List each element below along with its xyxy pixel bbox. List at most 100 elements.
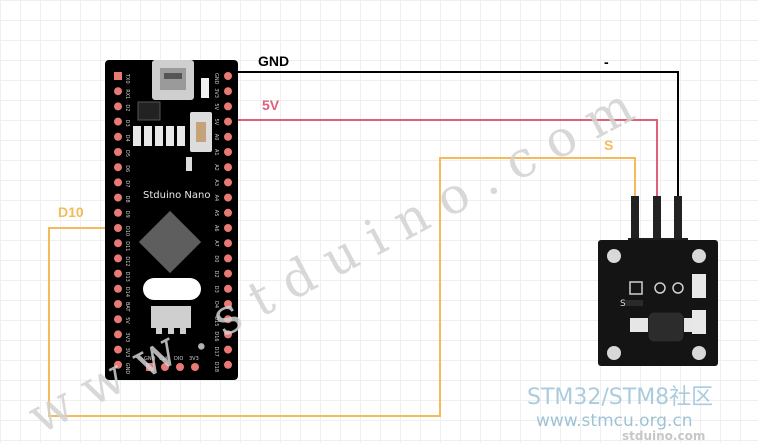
pin-label: GND <box>144 356 156 362</box>
main-chip <box>138 210 202 274</box>
pin-label: D2 <box>124 104 130 111</box>
gnd-wire <box>230 71 679 205</box>
pin-label: D0 <box>213 255 219 262</box>
pin-d14: D14 <box>114 284 130 297</box>
stduino-nano-board: Stduino Nano <box>105 60 238 380</box>
v5-wire <box>230 119 658 205</box>
minus-label: - <box>604 54 609 70</box>
pin-label: A5 <box>213 210 219 217</box>
pin-d11: D11 <box>114 239 130 251</box>
pin-label: A2 <box>213 164 219 171</box>
pin-label: 3V3 <box>124 332 130 342</box>
pin-dio: DIO <box>174 356 184 371</box>
pin-d17: D17 <box>213 345 232 357</box>
pin-d18: D18 <box>213 360 232 372</box>
pin-label: D9 <box>124 211 130 218</box>
pin-rx1: RX1 <box>114 87 130 99</box>
pin-label: D10 <box>124 226 130 236</box>
small-watermark: stduino.com <box>622 429 705 443</box>
pin-d15: D15 <box>213 315 232 326</box>
pin-label: D17 <box>213 347 219 357</box>
pin-d8: D8 <box>114 193 130 203</box>
pin-d7: D7 <box>114 178 130 187</box>
pin-d3: D3 <box>213 284 232 293</box>
pin-label: A6 <box>213 225 219 232</box>
pin-label: GND <box>213 73 219 85</box>
pin-3v3: 3V3 <box>213 87 232 98</box>
pin-label: D4 <box>124 135 130 142</box>
pin-d3: D3 <box>114 117 130 127</box>
pin-clk: CLK <box>159 356 169 371</box>
pin-a1: A1 <box>213 148 232 156</box>
module-board <box>598 240 718 366</box>
pin-label: 5V <box>124 317 130 324</box>
pin-label: D8 <box>124 196 130 203</box>
led <box>201 78 209 98</box>
pin-a2: A2 <box>213 163 232 172</box>
sensor-module: S S R1 <box>598 196 718 366</box>
lower-chip <box>151 306 191 328</box>
pin-3v3: 3V3 <box>189 356 199 371</box>
pin-label: D3 <box>213 286 219 293</box>
pin-a5: A5 <box>213 208 232 217</box>
pin-label: D12 <box>124 256 130 266</box>
pin-5v: 5V <box>213 117 232 126</box>
pin-d5: D5 <box>114 148 130 157</box>
pin-d0: D0 <box>213 254 232 262</box>
pin-5v: 5V <box>114 315 130 324</box>
pin-a7: A7 <box>213 239 232 248</box>
pin-label: 3V3 <box>124 348 130 358</box>
pin-label: DIO <box>174 356 183 362</box>
pin-label: D4 <box>213 301 219 308</box>
board-title: Stduino Nano <box>143 190 210 201</box>
url-watermark: www.stmcu.org.cn <box>536 411 693 431</box>
pin-d4: D4 <box>114 132 130 142</box>
sensor-component <box>647 311 685 343</box>
pin-label: A7 <box>213 240 219 247</box>
pin-label: 5V <box>213 119 219 126</box>
pin-label: D6 <box>124 165 130 172</box>
pin-label: 3V3 <box>189 356 199 362</box>
pin-gnd: GND <box>144 356 156 371</box>
pin-label: A0 <box>213 134 219 141</box>
pin-d4: D4 <box>213 300 232 308</box>
pin-label: D15 <box>213 316 219 326</box>
gnd-label: GND <box>258 53 289 69</box>
right-pin-header: GND 3V3 5V 5V A0A1A2A3A4A5A6A7D0D2D3D4D15D16… <box>213 72 232 372</box>
pin-label: RX1 <box>124 89 130 99</box>
pin-d12: D12 <box>114 254 130 267</box>
resistor-bank <box>133 126 185 146</box>
crystal <box>143 278 201 300</box>
pin-d16: D16 <box>213 330 232 342</box>
pin-label: TX0 <box>124 73 130 84</box>
pin-a6: A6 <box>213 224 232 232</box>
pin-label: A4 <box>213 195 219 202</box>
pin-label: BAT <box>124 302 130 312</box>
d10-label: D10 <box>58 204 84 220</box>
pin-label: D2 <box>213 271 219 278</box>
pin-label: D11 <box>124 241 130 251</box>
signal-wire <box>48 157 636 417</box>
module-s-label-top: S <box>610 255 616 265</box>
pin-a4: A4 <box>213 193 232 202</box>
pin-3v3: 3V3 <box>114 330 130 342</box>
pin-d2: D2 <box>114 102 130 111</box>
pin-tx0: TX0 <box>114 72 130 84</box>
pin-label: D13 <box>124 272 130 282</box>
regulator-chip <box>137 101 161 121</box>
pin-a3: A3 <box>213 178 232 187</box>
brand-watermark: STM32/STM8社区 <box>527 385 713 410</box>
pin-label: A1 <box>213 149 219 156</box>
pin-label: D5 <box>124 150 130 157</box>
module-s-label: S <box>620 299 626 309</box>
pin-label: D16 <box>213 331 219 341</box>
pin-label: 5V <box>213 103 219 110</box>
pin-label: D3 <box>124 120 130 127</box>
pin-d10: D10 <box>114 224 130 236</box>
pin-a0: A0 <box>213 132 232 141</box>
pin-bat: BAT <box>114 300 130 312</box>
pin-label: GND <box>124 363 130 375</box>
pin-d2: D2 <box>213 269 232 278</box>
